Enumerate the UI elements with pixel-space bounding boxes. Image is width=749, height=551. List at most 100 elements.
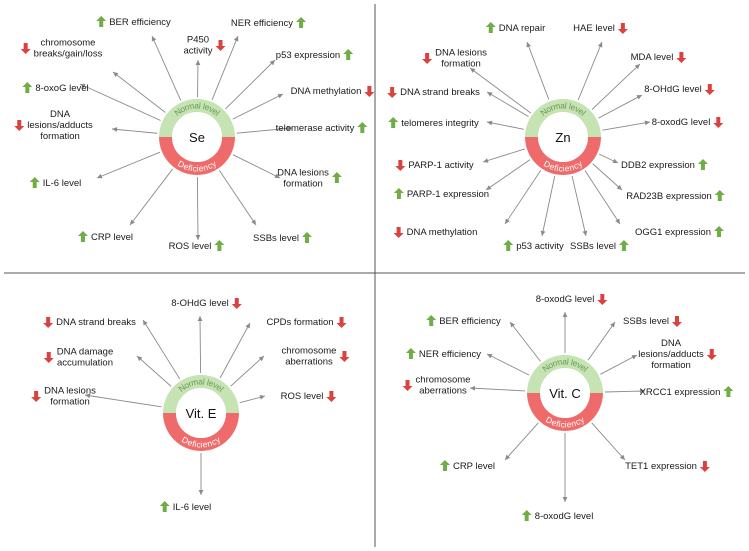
effect-label: CPDs formation bbox=[266, 317, 333, 328]
connector-line bbox=[600, 354, 638, 375]
connector-line bbox=[111, 128, 158, 134]
connector-arrowhead bbox=[85, 393, 91, 399]
effect-item: OGG1 expression bbox=[635, 226, 725, 238]
increase-arrow-icon bbox=[503, 240, 514, 251]
connector-line bbox=[151, 35, 182, 101]
connector-arrowhead bbox=[487, 354, 493, 359]
effect-label: aberrations bbox=[285, 357, 333, 368]
normal-level-label: Normal level bbox=[538, 100, 588, 117]
decrease-arrow-icon bbox=[422, 53, 433, 64]
effect-label: activity bbox=[183, 46, 212, 57]
deficiency-ring bbox=[527, 393, 603, 431]
effect-label: DNA bbox=[661, 338, 682, 349]
connector-arrowhead bbox=[562, 497, 568, 502]
effect-label: formation bbox=[651, 360, 691, 371]
connector-line bbox=[84, 394, 162, 408]
effect-item: 8-OHdG level bbox=[171, 298, 242, 309]
increase-arrow-icon bbox=[343, 49, 354, 60]
connector-line bbox=[142, 319, 181, 380]
connector-line bbox=[219, 322, 251, 379]
effect-label: PARP-1 activity bbox=[408, 160, 474, 171]
connector-arrowhead bbox=[612, 158, 618, 164]
decrease-arrow-icon bbox=[43, 317, 54, 328]
connector-arrowhead bbox=[245, 323, 250, 329]
effect-item: PARP-1 activity bbox=[395, 160, 474, 171]
connector-line bbox=[199, 315, 202, 374]
connector-line bbox=[232, 154, 281, 179]
effect-label: chromosome bbox=[282, 346, 337, 357]
connector-line bbox=[136, 355, 172, 387]
connector-arrowhead bbox=[639, 388, 645, 394]
connector-arrowhead bbox=[112, 127, 118, 132]
center-circle bbox=[176, 388, 226, 438]
normal-level-label: Normal level bbox=[172, 100, 222, 117]
effect-label: lesions/adducts bbox=[638, 349, 704, 360]
effect-label: IL-6 level bbox=[173, 502, 212, 513]
effect-item: DNA strand breaks bbox=[43, 317, 136, 328]
effect-label: DNA strand breaks bbox=[56, 317, 136, 328]
effect-label: p53 expression bbox=[276, 50, 340, 61]
effect-item: NER efficiency bbox=[405, 348, 481, 360]
effect-label: 8-oxodG level bbox=[652, 117, 711, 128]
connector-line bbox=[509, 321, 541, 362]
connector-line bbox=[591, 63, 641, 110]
increase-arrow-icon bbox=[296, 17, 307, 28]
effect-item: BER efficiency bbox=[426, 315, 501, 327]
connector-arrowhead bbox=[597, 42, 603, 48]
increase-arrow-icon bbox=[77, 231, 88, 242]
connector-line bbox=[232, 93, 284, 120]
effect-label: PARP-1 expression bbox=[407, 189, 489, 200]
connector-arrowhead bbox=[274, 173, 280, 178]
effect-item: p53 activity bbox=[503, 240, 564, 252]
effect-label: accumulation bbox=[57, 358, 113, 369]
connector-arrowhead bbox=[582, 230, 588, 236]
increase-arrow-icon bbox=[393, 188, 404, 199]
connector-arrowhead bbox=[198, 490, 204, 495]
effect-label: NER efficiency bbox=[419, 349, 481, 360]
effect-label: CRP level bbox=[453, 461, 495, 472]
increase-arrow-icon bbox=[723, 386, 734, 397]
connector-arrowhead bbox=[97, 173, 103, 179]
effect-item: CRP level bbox=[439, 460, 495, 472]
connector-arrowhead bbox=[615, 218, 620, 224]
connector-arrowhead bbox=[277, 94, 283, 99]
decrease-arrow-icon bbox=[231, 298, 242, 309]
increase-arrow-icon bbox=[439, 460, 450, 471]
effect-label: chromosome bbox=[416, 375, 471, 386]
increase-arrow-icon bbox=[405, 348, 416, 359]
normal-level-ring bbox=[159, 99, 235, 137]
connector-line bbox=[598, 94, 643, 119]
connector-line bbox=[112, 71, 166, 113]
connector-line bbox=[584, 170, 621, 225]
decrease-arrow-icon bbox=[20, 43, 31, 54]
connector-arrowhead bbox=[619, 454, 625, 460]
effect-label: TET1 expression bbox=[625, 461, 697, 472]
decrease-arrow-icon bbox=[14, 120, 25, 131]
effect-label: telomeres integrity bbox=[401, 118, 479, 129]
connector-line bbox=[604, 390, 646, 393]
effect-label: formation bbox=[50, 397, 90, 408]
effect-label: ROS level bbox=[169, 241, 212, 252]
effect-label: DNA lesions bbox=[277, 168, 329, 179]
effect-item: BER efficiency bbox=[96, 16, 171, 28]
center-circle bbox=[540, 368, 590, 418]
effect-item: DNA strand breaks bbox=[387, 87, 480, 98]
connector-line bbox=[469, 67, 532, 114]
increase-arrow-icon bbox=[331, 172, 342, 183]
increase-arrow-icon bbox=[697, 159, 708, 170]
normal-level-label: Normal level bbox=[540, 356, 590, 373]
effect-item: CRP level bbox=[77, 231, 133, 243]
deficiency-ring bbox=[159, 137, 235, 175]
effect-item: 8-oxodG level bbox=[536, 294, 608, 305]
connector-arrowhead bbox=[505, 218, 510, 224]
connector-arrowhead bbox=[259, 394, 265, 400]
effect-label: DNA methylation bbox=[407, 227, 478, 238]
